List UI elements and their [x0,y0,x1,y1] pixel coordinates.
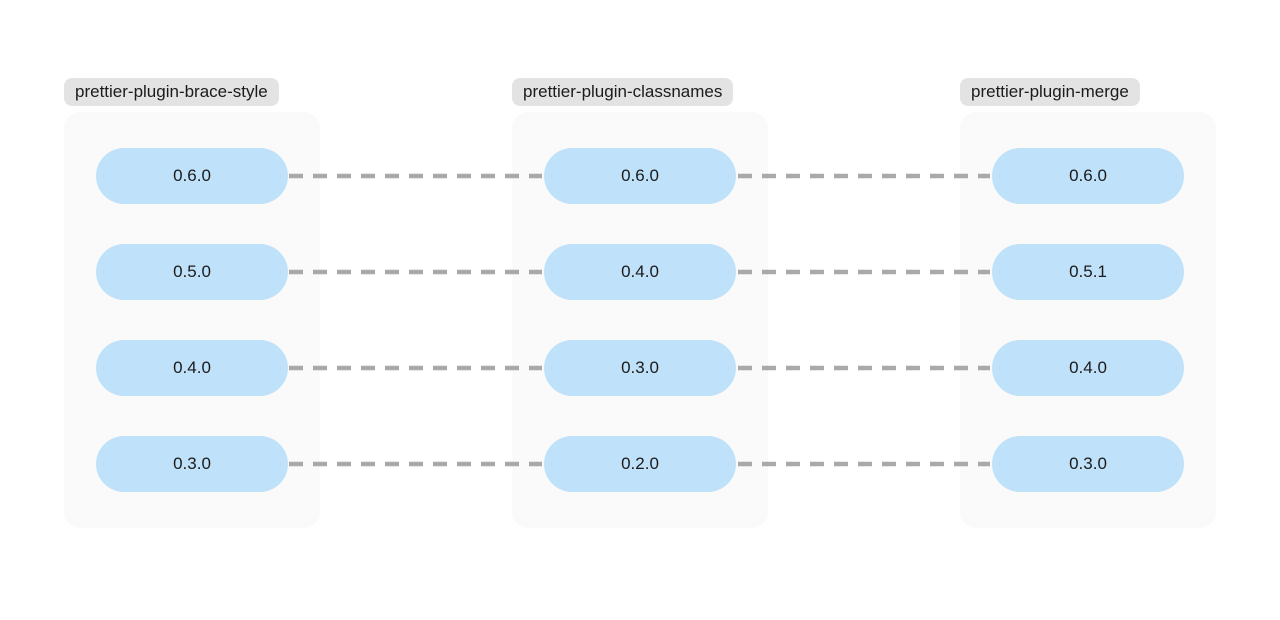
column-label-badge: prettier-plugin-classnames [512,78,734,106]
column-classnames: prettier-plugin-classnames 0.6.0 0.4.0 0… [512,78,768,528]
version-pill: 0.6.0 [544,148,736,204]
version-pill: 0.4.0 [544,244,736,300]
version-card: 0.6.0 0.4.0 0.3.0 0.2.0 [512,112,768,528]
column-merge: prettier-plugin-merge 0.6.0 0.5.1 0.4.0 … [960,78,1216,528]
version-pill: 0.4.0 [992,340,1184,396]
column-brace-style: prettier-plugin-brace-style 0.6.0 0.5.0 … [64,78,320,528]
version-pill: 0.6.0 [992,148,1184,204]
version-card: 0.6.0 0.5.1 0.4.0 0.3.0 [960,112,1216,528]
version-pill: 0.4.0 [96,340,288,396]
version-pill: 0.6.0 [96,148,288,204]
version-pill: 0.5.0 [96,244,288,300]
version-pill: 0.3.0 [544,340,736,396]
version-pill: 0.5.1 [992,244,1184,300]
version-pill: 0.3.0 [96,436,288,492]
column-label-badge: prettier-plugin-merge [960,78,1140,106]
version-card: 0.6.0 0.5.0 0.4.0 0.3.0 [64,112,320,528]
version-pill: 0.2.0 [544,436,736,492]
column-label-badge: prettier-plugin-brace-style [64,78,279,106]
version-pill: 0.3.0 [992,436,1184,492]
